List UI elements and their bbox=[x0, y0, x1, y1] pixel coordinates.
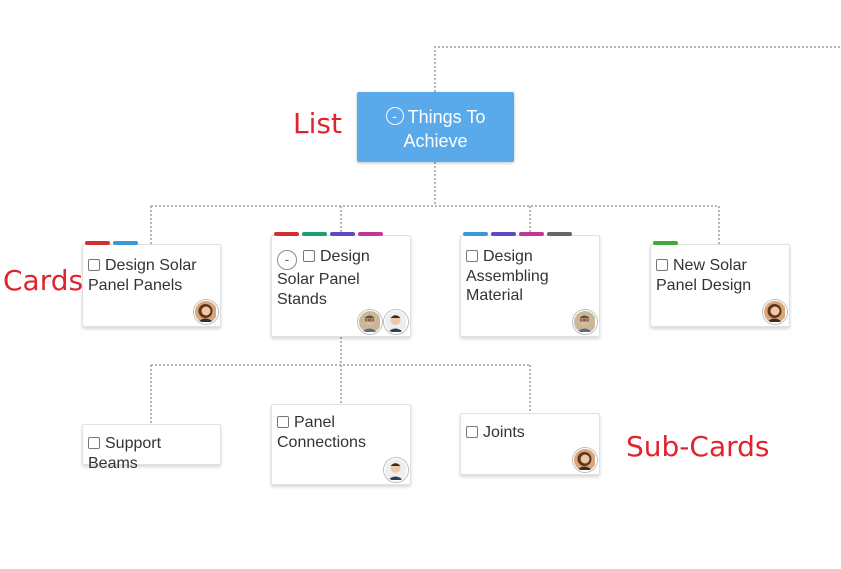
label-bar bbox=[491, 232, 516, 236]
avatar-woman[interactable] bbox=[194, 300, 218, 324]
sub-card-support-beams[interactable]: Support Beams bbox=[82, 424, 221, 472]
annotation-list: List bbox=[293, 107, 342, 140]
collapse-icon[interactable]: - bbox=[277, 250, 297, 270]
card-labels bbox=[653, 241, 678, 245]
card-title: Design Solar Panel Stands bbox=[277, 248, 370, 308]
card-checkbox[interactable] bbox=[466, 426, 478, 438]
annotation-sub-cards: Sub-Cards bbox=[626, 430, 770, 463]
avatar-man-young[interactable] bbox=[384, 310, 408, 334]
card-title: New Solar Panel Design bbox=[656, 257, 752, 294]
card-checkbox[interactable] bbox=[466, 250, 478, 262]
label-bar bbox=[463, 232, 488, 236]
avatar-woman[interactable] bbox=[573, 448, 597, 472]
card-checkbox[interactable] bbox=[277, 416, 289, 428]
label-bar bbox=[302, 232, 327, 236]
card-design-solar-panel-panels[interactable]: Design Solar Panel Panels bbox=[82, 241, 221, 327]
card-title: Design Solar Panel Panels bbox=[88, 257, 197, 294]
card-labels bbox=[274, 232, 383, 236]
card-labels bbox=[463, 232, 572, 236]
avatar-woman[interactable] bbox=[763, 300, 787, 324]
card-title: Panel Connections bbox=[277, 414, 366, 451]
label-bar bbox=[330, 232, 355, 236]
label-bar bbox=[113, 241, 138, 245]
label-bar bbox=[358, 232, 383, 236]
card-checkbox[interactable] bbox=[656, 259, 668, 271]
card-checkbox[interactable] bbox=[88, 437, 100, 449]
connector-top bbox=[434, 46, 841, 92]
card-design-solar-panel-stands[interactable]: -Design Solar Panel Stands bbox=[271, 232, 411, 337]
label-bar bbox=[274, 232, 299, 236]
sub-card-joints[interactable]: Joints bbox=[460, 413, 600, 475]
label-bar bbox=[519, 232, 544, 236]
label-bar bbox=[85, 241, 110, 245]
card-checkbox[interactable] bbox=[303, 250, 315, 262]
label-bar bbox=[547, 232, 572, 236]
avatar-man-glasses[interactable] bbox=[358, 310, 382, 334]
label-bar bbox=[653, 241, 678, 245]
sub-card-panel-connections[interactable]: Panel Connections bbox=[271, 404, 411, 485]
card-title: Support Beams bbox=[88, 435, 162, 472]
collapse-icon[interactable]: - bbox=[385, 107, 404, 125]
card-new-solar-panel-design[interactable]: New Solar Panel Design bbox=[650, 241, 790, 327]
card-design-assembling-material[interactable]: Design Assembling Material bbox=[460, 232, 600, 337]
card-labels bbox=[85, 241, 138, 245]
card-title: Joints bbox=[483, 424, 525, 441]
list-title: Things To Achieve bbox=[403, 107, 486, 151]
avatar-man-young[interactable] bbox=[384, 458, 408, 482]
avatar-man-glasses[interactable] bbox=[573, 310, 597, 334]
card-title: Design Assembling Material bbox=[466, 248, 549, 304]
card-checkbox[interactable] bbox=[88, 259, 100, 271]
list-node-things-to-achieve[interactable]: -Things To Achieve bbox=[357, 92, 514, 162]
annotation-cards: Cards bbox=[3, 264, 84, 297]
